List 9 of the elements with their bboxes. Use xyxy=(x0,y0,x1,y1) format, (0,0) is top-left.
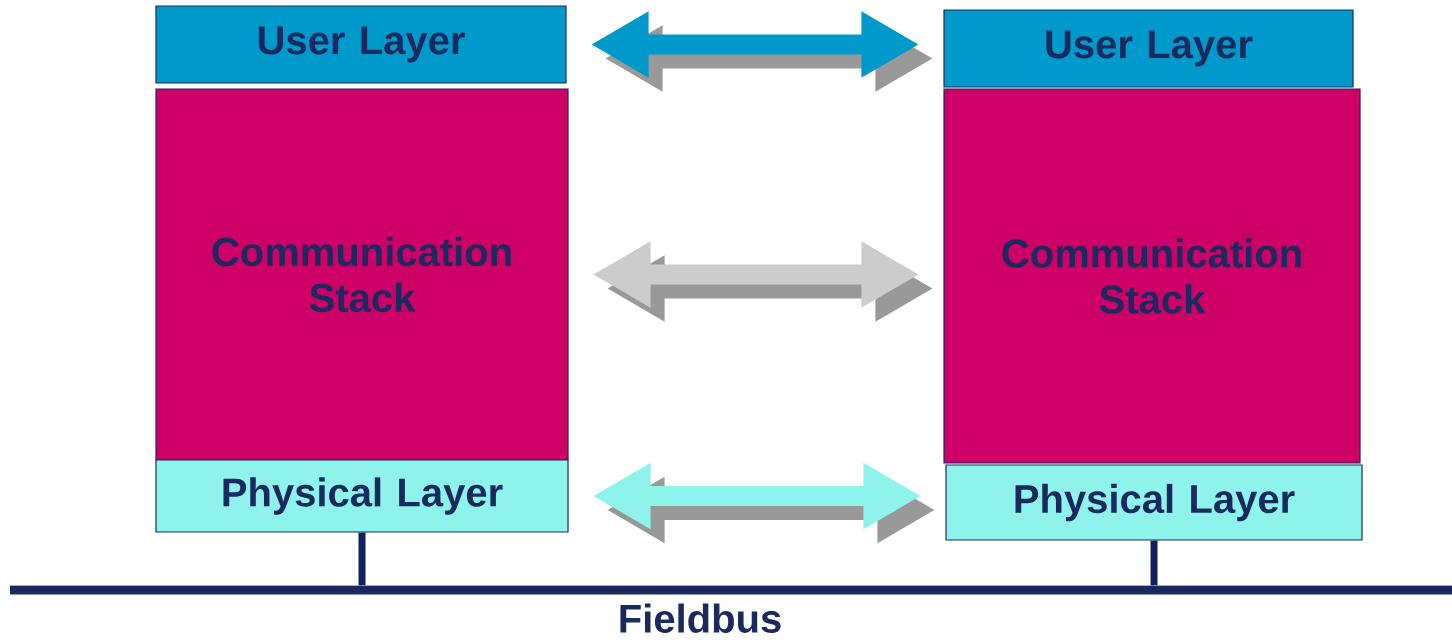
stack-box: Communication Stack xyxy=(155,88,569,461)
bus-label: Fieldbus xyxy=(620,603,781,633)
layer-box: Physical Layer xyxy=(945,464,1363,541)
layer-box: Physical Layer xyxy=(155,459,569,533)
connector-line xyxy=(1150,540,1158,586)
connector-line xyxy=(358,532,366,586)
layer-box: User Layer xyxy=(943,9,1354,88)
stack-box: Communication Stack xyxy=(943,88,1361,464)
layer-box: User Layer xyxy=(155,5,567,84)
